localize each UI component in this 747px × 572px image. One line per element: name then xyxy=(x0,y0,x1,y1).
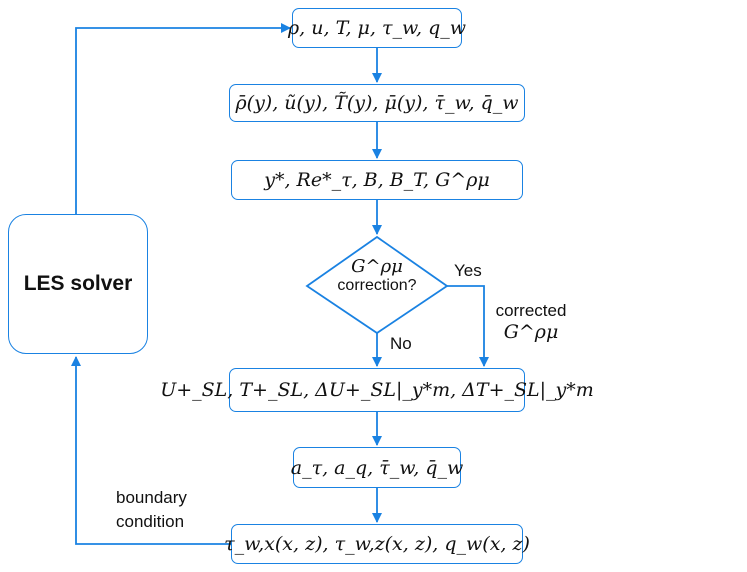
corrected-text: corrected xyxy=(495,301,567,320)
decision-symbol: G^ρμ xyxy=(351,256,403,277)
node-averaged-profiles: ρ̄(y), ũ(y), T̃(y), μ̄(y), τ̄_w, q̄_w xyxy=(229,84,525,122)
node-wall-fluxes: τ_w,x(x, z), τ_w,z(x, z), q_w(x, z) xyxy=(224,524,530,564)
arrow-wallfluxes-to-solver xyxy=(71,356,231,545)
node-averaged-profiles-text: ρ̄(y), ũ(y), T̃(y), μ̄(y), τ̄_w, q̄_w xyxy=(235,92,519,114)
node-les-solver: LES solver xyxy=(8,214,148,354)
node-flow-variables: ρ, u, T, μ, τ_w, q_w xyxy=(288,8,466,48)
les-solver-text: LES solver xyxy=(23,272,133,295)
edge-label-no: No xyxy=(390,334,412,353)
node-scaling-parameters-text: y*, Re*_τ, B, B_T, G^ρμ xyxy=(264,169,490,191)
edge-label-boundary: boundary xyxy=(116,488,187,507)
node-coefficients-text: a_τ, a_q, τ̄_w, q̄_w xyxy=(290,456,464,479)
corrected-symbol: G^ρμ xyxy=(503,321,559,343)
edge-label-corrected: corrected G^ρμ xyxy=(486,301,576,343)
decision-label: G^ρμ correction? xyxy=(317,256,437,295)
node-slip-functions-text: U+_SL, T+_SL, ΔU+_SL|_y*m, ΔT+_SL|_y*m xyxy=(160,379,594,401)
decision-text: correction? xyxy=(337,277,417,294)
node-scaling-parameters: y*, Re*_τ, B, B_T, G^ρμ xyxy=(231,160,523,200)
node-slip-functions: U+_SL, T+_SL, ΔU+_SL|_y*m, ΔT+_SL|_y*m xyxy=(160,368,594,412)
edge-label-yes: Yes xyxy=(454,261,482,280)
node-wall-fluxes-text: τ_w,x(x, z), τ_w,z(x, z), q_w(x, z) xyxy=(224,533,530,555)
arrow-solver-to-inputs xyxy=(75,23,291,214)
arrow-decision-yes xyxy=(447,285,489,367)
decision-diamond xyxy=(305,235,449,335)
edge-label-condition: condition xyxy=(116,512,185,531)
node-coefficients: a_τ, a_q, τ̄_w, q̄_w xyxy=(290,447,464,488)
node-flow-variables-text: ρ, u, T, μ, τ_w, q_w xyxy=(288,17,466,39)
